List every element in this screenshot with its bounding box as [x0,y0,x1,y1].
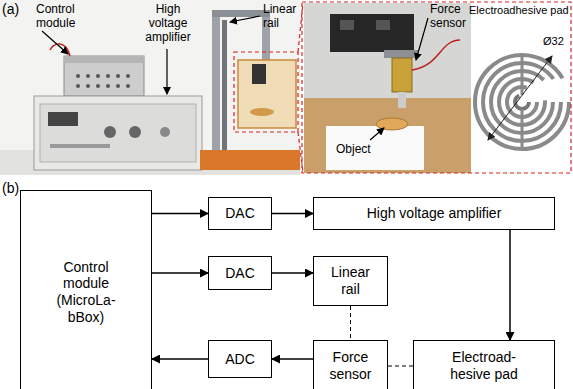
dashed-link [388,366,413,367]
controller-box: Control module (MicroLa-bBox) [20,190,152,389]
signal-arrow [272,272,313,274]
node-text: DAC [225,265,255,282]
part-label: Linear rail [263,3,301,31]
rail-box: Linear rail [313,256,388,306]
signal-arrow [152,358,208,360]
node-text: High voltage amplifier [367,205,502,222]
signal-arrow [152,213,208,215]
leader-arrow [416,18,428,60]
signal-arrow [152,272,208,274]
leader-arrow [230,16,260,22]
node-text: ADC [225,351,255,368]
panel-letter: (b) [2,180,19,196]
part-label: Force sensor [430,3,472,31]
zoom-frame [302,2,571,173]
part-label: Electroadhesive pad [469,4,569,17]
node-text: Force sensor [323,349,379,382]
panel-letter: (a) [2,1,19,17]
part-label: Control module [36,3,98,31]
setup-photo [0,0,303,175]
leader-arrow [166,49,167,94]
leader-arrow [370,128,384,140]
sensor-photo [304,3,471,173]
amplifier-box: High voltage amplifier [313,197,555,230]
node-text: DAC [225,205,255,222]
dashed-link [350,306,351,340]
leader-arrow [42,31,68,54]
dimension-line [488,56,552,140]
pad-box: Electroad-hesive pad [413,340,555,389]
dac-box: DAC [208,197,272,230]
electrode-pattern [475,55,569,149]
dac-box: DAC [208,256,272,290]
dimension-label: Ø32 [543,35,564,48]
node-text: Control module (MicroLa-bBox) [48,259,124,325]
signal-arrow [272,358,313,360]
part-label: Object [336,143,371,157]
node-text: Electroad-hesive pad [443,349,525,382]
adc-box: ADC [208,340,272,378]
signal-arrow [509,230,511,340]
signal-arrow [272,213,313,215]
node-text: Linear rail [323,264,379,297]
part-label: High voltage amplifier [140,3,196,44]
sensor-box: Force sensor [313,340,388,389]
